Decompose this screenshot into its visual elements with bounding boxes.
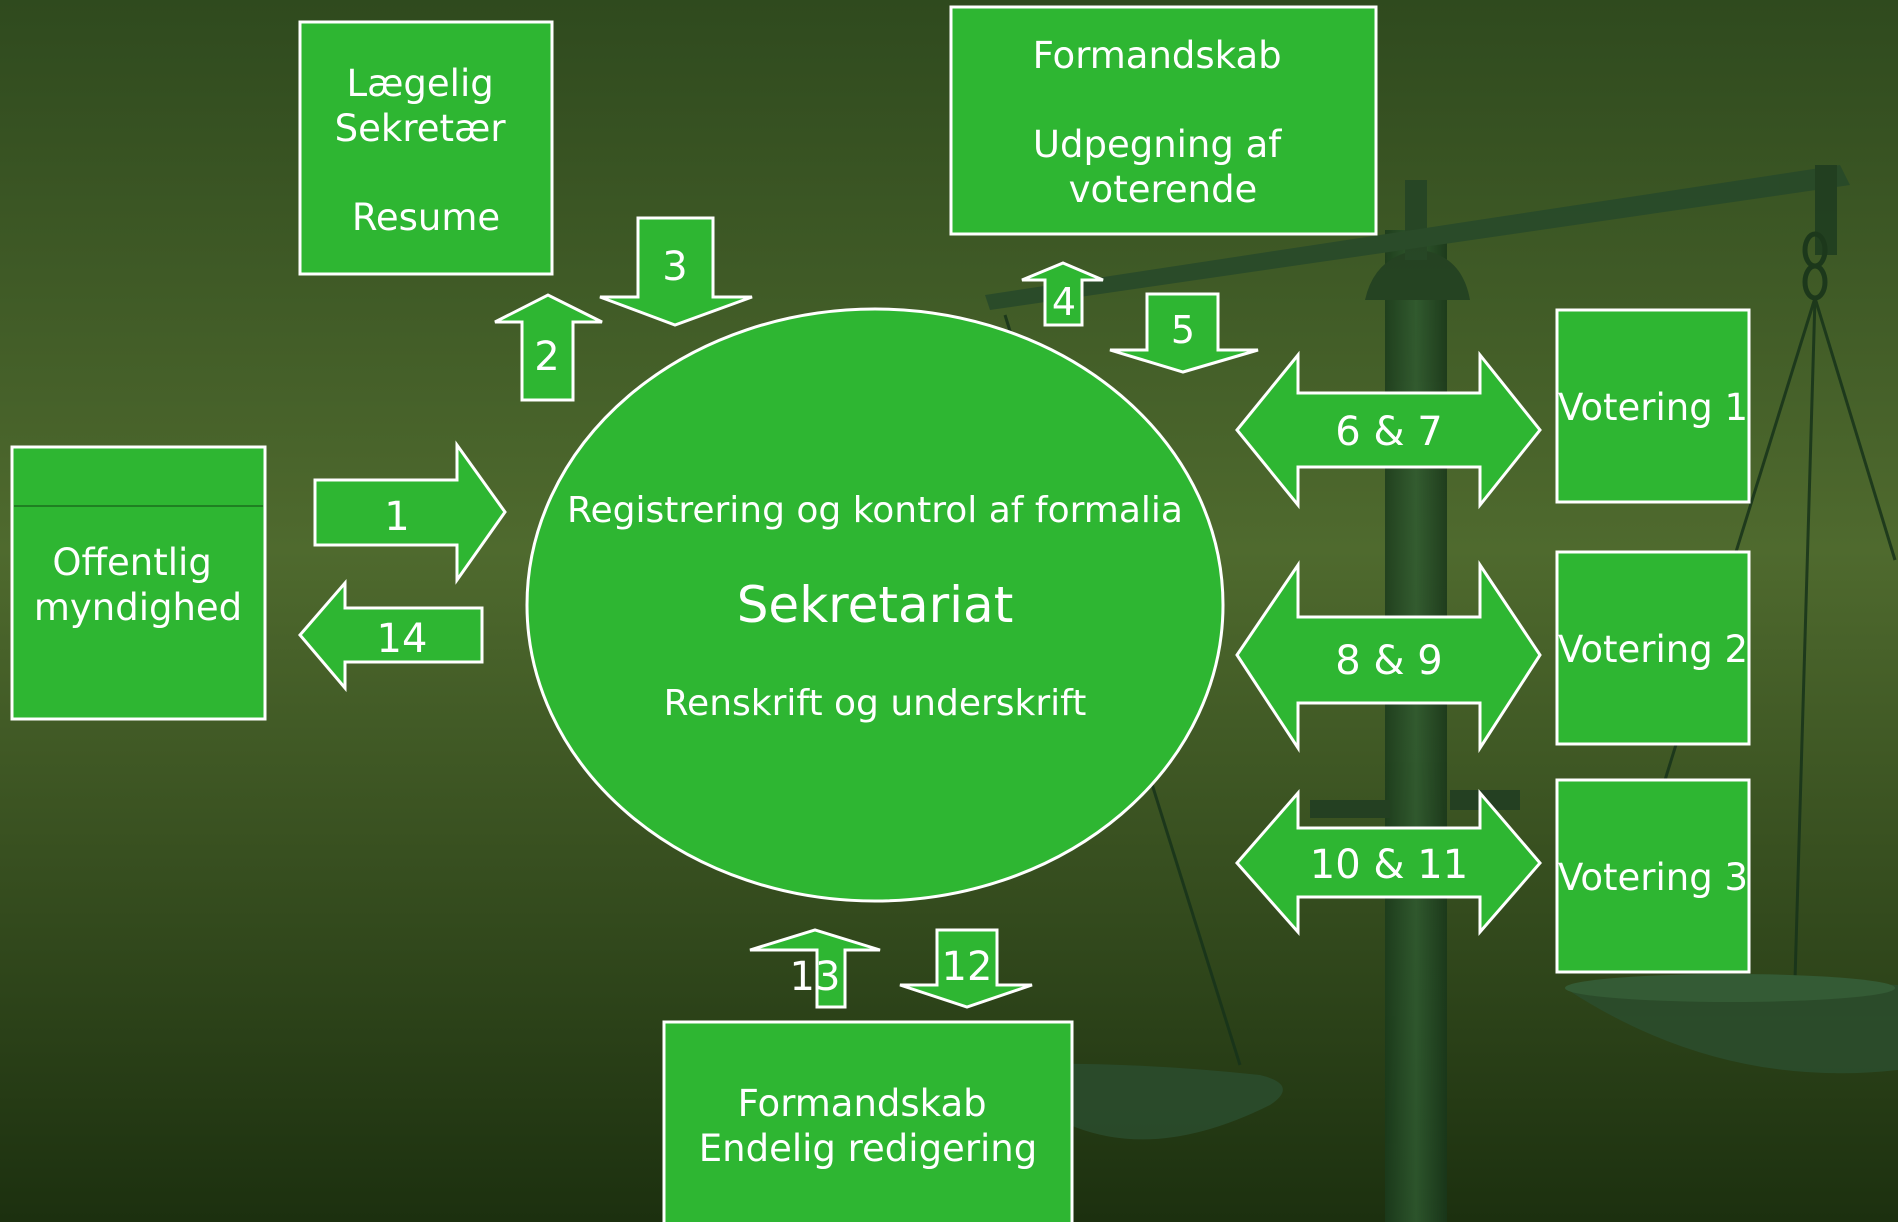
votering-2-label: Votering 2 — [1558, 628, 1748, 671]
arrow-4-label: 4 — [1052, 280, 1076, 324]
laegelig-line-1: Lægelig — [346, 62, 493, 105]
arrow-3: 3 — [599, 216, 753, 327]
votering-1-box: Votering 1 — [1555, 308, 1751, 504]
arrow-14-label: 14 — [377, 616, 428, 662]
center-bottom-text: Renskrift og underskrift — [664, 683, 1087, 724]
laegelig-line-4: Resume — [352, 196, 500, 239]
votering-3-box: Votering 3 — [1555, 778, 1751, 974]
center-title: Sekretariat — [737, 576, 1014, 634]
svg-text:Offentlig myndighed: Offentlig myndighed — [34, 541, 242, 629]
formandskab-bottom-line-1: Formandskab — [738, 1082, 987, 1125]
arrow-1-label: 1 — [384, 494, 409, 540]
laegelig-line-2: Sekretær — [335, 107, 507, 150]
votering-3-label: Votering 3 — [1558, 856, 1748, 899]
arrow-8-9: 8 & 9 — [1235, 560, 1542, 754]
arrow-6-7: 6 & 7 — [1235, 350, 1542, 510]
arrow-3-label: 3 — [662, 244, 687, 290]
arrow-5: 5 — [1109, 292, 1259, 374]
arrow-13-label: 13 — [790, 954, 841, 1000]
formandskab-top-line-3: Udpegning af — [1033, 123, 1282, 166]
arrow-10-11-label: 10 & 11 — [1310, 842, 1468, 888]
arrow-8-9-label: 8 & 9 — [1335, 638, 1443, 684]
svg-text:Formandskab Endelig redi: Formandskab Endelig redigering — [699, 1082, 1038, 1170]
arrow-5-label: 5 — [1171, 308, 1195, 352]
svg-text:Lægelig Sekretær R: Lægelig Sekretær Resume — [335, 62, 518, 239]
offentlig-line-2: myndighed — [34, 586, 242, 629]
offentlig-myndighed-box: Offentlig myndighed — [10, 445, 267, 721]
arrow-4: 4 — [1021, 261, 1104, 327]
votering-1-label: Votering 1 — [1558, 386, 1748, 429]
arrow-2: 2 — [494, 293, 603, 402]
arrow-12-label: 12 — [942, 944, 993, 990]
formandskab-top-box: Formandskab Udpegning af voterende — [949, 5, 1378, 236]
laegelig-sekretaer-box: Lægelig Sekretær Resume — [298, 20, 554, 276]
center-top-text: Registrering og kontrol af formalia — [567, 490, 1183, 531]
arrow-6-7-label: 6 & 7 — [1335, 409, 1443, 455]
formandskab-bottom-box: Formandskab Endelig redigering — [662, 1020, 1074, 1222]
formandskab-top-line-4: voterende — [1069, 168, 1258, 211]
svg-text:Formandskab Udpegning af: Formandskab Udpegning af voterende — [1033, 34, 1294, 211]
offentlig-line-1: Offentlig — [52, 541, 211, 584]
arrow-12: 12 — [899, 928, 1033, 1009]
votering-2-box: Votering 2 — [1555, 550, 1751, 746]
arrow-14: 14 — [298, 578, 484, 693]
formandskab-bottom-line-2: Endelig redigering — [699, 1127, 1038, 1170]
arrow-2-label: 2 — [534, 334, 559, 380]
formandskab-top-line-1: Formandskab — [1033, 34, 1282, 77]
arrow-13: 13 — [749, 928, 881, 1009]
arrow-10-11: 10 & 11 — [1235, 788, 1542, 937]
arrow-1: 1 — [313, 440, 507, 585]
sekretariat-ellipse — [525, 307, 1225, 903]
